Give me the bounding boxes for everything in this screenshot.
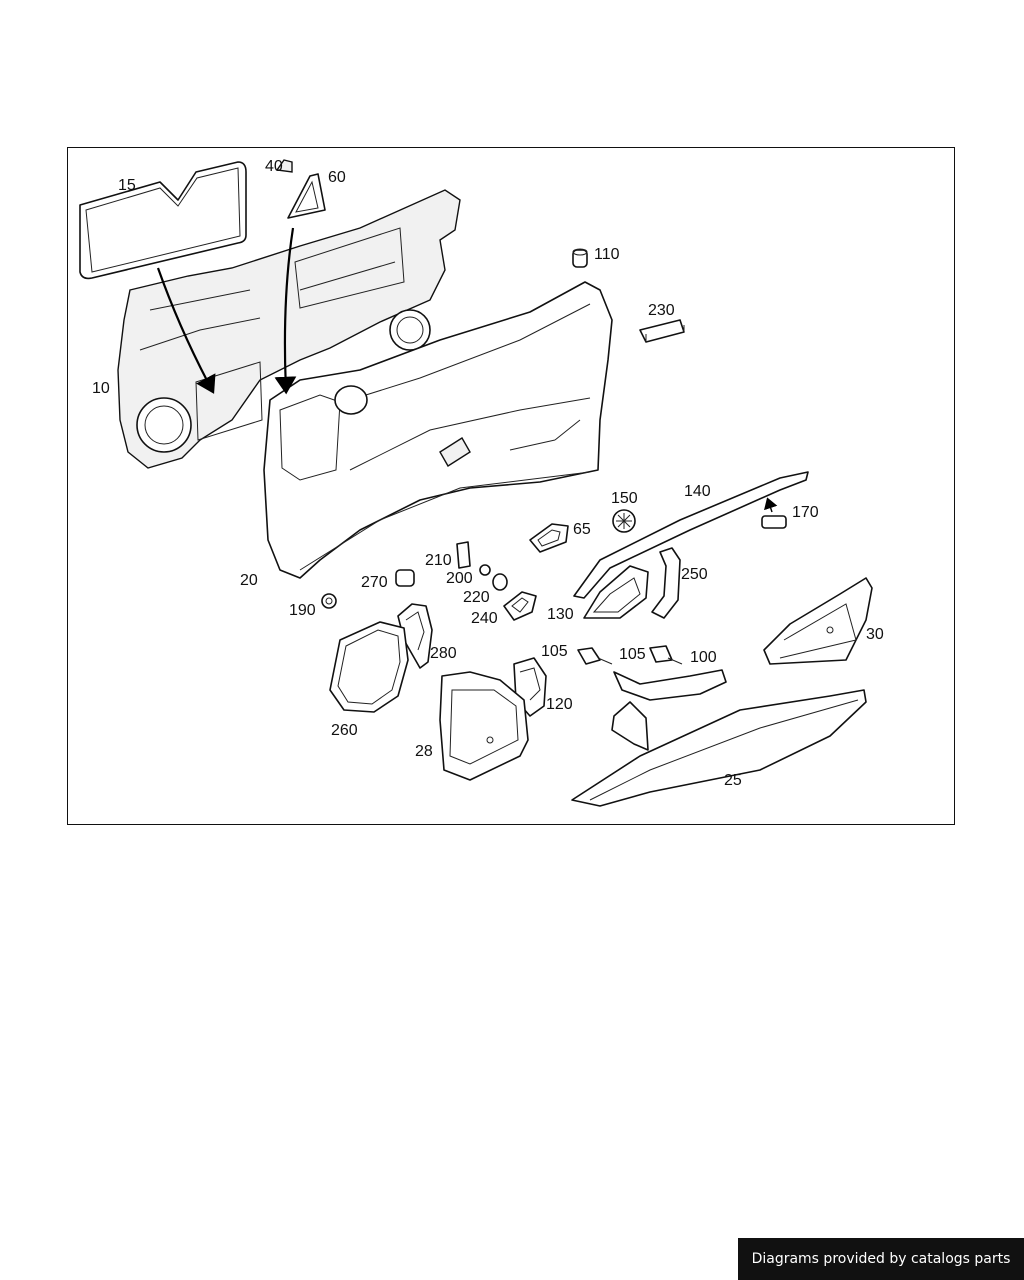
- callout-280: 280: [430, 645, 457, 662]
- part-110-grommet[interactable]: [572, 248, 588, 268]
- part-60-triangle-cover[interactable]: [287, 173, 326, 219]
- callout-25: 25: [724, 772, 742, 789]
- callout-210: 210: [425, 552, 452, 569]
- callout-220: 220: [463, 589, 490, 606]
- callout-130: 130: [547, 606, 574, 623]
- callout-30: 30: [866, 626, 884, 643]
- part-260-speaker-gasket[interactable]: [329, 621, 409, 713]
- credit-badge: Diagrams provided by catalogs parts: [738, 1238, 1024, 1280]
- callout-170: 170: [792, 504, 819, 521]
- callout-240: 240: [471, 610, 498, 627]
- callout-270: 270: [361, 574, 388, 591]
- part-140-trim-strip[interactable]: [573, 471, 809, 599]
- part-210-bracket[interactable]: [456, 541, 471, 569]
- callout-200: 200: [446, 570, 473, 587]
- part-220-plug[interactable]: [492, 573, 508, 591]
- callout-100: 100: [690, 649, 717, 666]
- part-20-door-trim-panel[interactable]: [263, 281, 613, 579]
- part-170-button[interactable]: [761, 497, 787, 529]
- part-130-pull-handle[interactable]: [583, 565, 649, 619]
- arrow-15-to-10: [156, 267, 216, 394]
- part-10-door-carrier[interactable]: [117, 189, 461, 469]
- part-105-bolt-right[interactable]: [649, 645, 683, 665]
- part-100-armrest-grip[interactable]: [613, 669, 727, 701]
- callout-190: 190: [289, 602, 316, 619]
- part-190-clip[interactable]: [321, 593, 337, 609]
- callout-140: 140: [684, 483, 711, 500]
- callout-15: 15: [118, 177, 136, 194]
- part-270-cap[interactable]: [395, 569, 415, 587]
- part-200-clip[interactable]: [479, 564, 491, 576]
- part-230-spacer-block[interactable]: [639, 319, 685, 343]
- part-150-cap[interactable]: [612, 509, 636, 533]
- part-15-insulation-pad[interactable]: [79, 161, 247, 280]
- callout-105-left: 105: [541, 643, 568, 660]
- callout-250: 250: [681, 566, 708, 583]
- callout-10: 10: [92, 380, 110, 397]
- part-25-lower-bolster[interactable]: [571, 689, 867, 807]
- part-40-clip[interactable]: [275, 159, 293, 173]
- part-30-lower-trim-panel[interactable]: [763, 577, 873, 665]
- part-240-switch-bezel[interactable]: [503, 591, 537, 621]
- callout-150: 150: [611, 490, 638, 507]
- part-65-handle-bezel[interactable]: [529, 523, 569, 553]
- callout-105-right: 105: [619, 646, 646, 663]
- callout-60: 60: [328, 169, 346, 186]
- callout-28: 28: [415, 743, 433, 760]
- arrow-60-to-20: [274, 227, 297, 395]
- part-250-handle-insert[interactable]: [651, 547, 681, 619]
- callout-65: 65: [573, 521, 591, 538]
- part-28-map-pocket[interactable]: [439, 671, 529, 781]
- callout-40: 40: [265, 158, 283, 175]
- callout-20: 20: [240, 572, 258, 589]
- callout-120: 120: [546, 696, 573, 713]
- callout-260: 260: [331, 722, 358, 739]
- callout-110: 110: [594, 246, 620, 263]
- callout-230: 230: [648, 302, 675, 319]
- part-105-bolt-left[interactable]: [577, 647, 613, 665]
